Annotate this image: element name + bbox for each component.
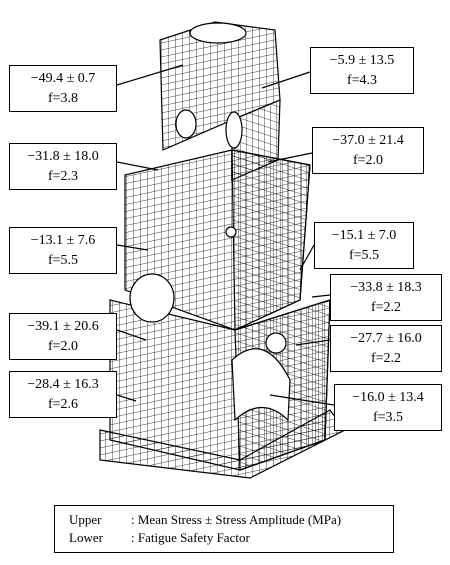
stress-callout-10: −28.4 ± 16.3 f=2.6 <box>9 371 117 418</box>
safety-factor: f=2.6 <box>47 397 79 412</box>
safety-factor: f=4.3 <box>346 73 378 88</box>
legend-lower-row: Lower : Fatigue Safety Factor <box>69 529 393 547</box>
safety-factor: f=3.5 <box>372 410 404 425</box>
stress-callout-3: −31.8 ± 18.0 f=2.3 <box>9 143 117 190</box>
safety-factor: f=5.5 <box>348 248 380 263</box>
legend-lower-text: : Fatigue Safety Factor <box>131 530 250 545</box>
stress-value: −33.8 ± 18.3 <box>350 280 422 295</box>
legend-upper-text: : Mean Stress ± Stress Amplitude (MPa) <box>131 512 342 527</box>
safety-factor: f=2.0 <box>47 339 79 354</box>
safety-factor: f=2.0 <box>352 153 384 168</box>
mesh-body <box>99 21 346 479</box>
stress-value: −5.9 ± 13.5 <box>329 53 395 68</box>
stress-value: −16.0 ± 13.4 <box>352 390 424 405</box>
stress-callout-5: −13.1 ± 7.6 f=5.5 <box>9 227 117 274</box>
stress-callout-8: −39.1 ± 20.6 f=2.0 <box>9 313 117 360</box>
stress-callout-9: −27.7 ± 16.0 f=2.2 <box>330 325 442 372</box>
stress-callout-6: −15.1 ± 7.0 f=5.5 <box>314 222 414 269</box>
safety-factor: f=2.2 <box>370 300 402 315</box>
legend-upper-key: Upper <box>69 512 102 527</box>
stress-callout-1: −49.4 ± 0.7 f=3.8 <box>9 65 117 112</box>
safety-factor: f=2.3 <box>47 169 79 184</box>
stress-value: −39.1 ± 20.6 <box>27 319 99 334</box>
safety-factor: f=2.2 <box>370 351 402 366</box>
stress-callout-2: −5.9 ± 13.5 f=4.3 <box>310 47 414 94</box>
stress-value: −15.1 ± 7.0 <box>331 228 397 243</box>
stress-value: −37.0 ± 21.4 <box>332 133 404 148</box>
stress-value: −28.4 ± 16.3 <box>27 377 99 392</box>
legend-lower-key: Lower <box>69 530 103 545</box>
safety-factor: f=5.5 <box>47 253 79 268</box>
stress-callout-7: −33.8 ± 18.3 f=2.2 <box>330 274 442 321</box>
stress-value: −13.1 ± 7.6 <box>30 233 96 248</box>
leader-lines <box>116 64 335 406</box>
stress-value: −27.7 ± 16.0 <box>350 331 422 346</box>
legend-upper-row: Upper : Mean Stress ± Stress Amplitude (… <box>69 511 393 529</box>
legend-box: Upper : Mean Stress ± Stress Amplitude (… <box>54 505 394 553</box>
stress-value: −49.4 ± 0.7 <box>30 71 96 86</box>
stress-value: −31.8 ± 18.0 <box>27 149 99 164</box>
safety-factor: f=3.8 <box>47 91 79 106</box>
stress-callout-11: −16.0 ± 13.4 f=3.5 <box>334 384 442 431</box>
stress-callout-4: −37.0 ± 21.4 f=2.0 <box>312 127 424 174</box>
